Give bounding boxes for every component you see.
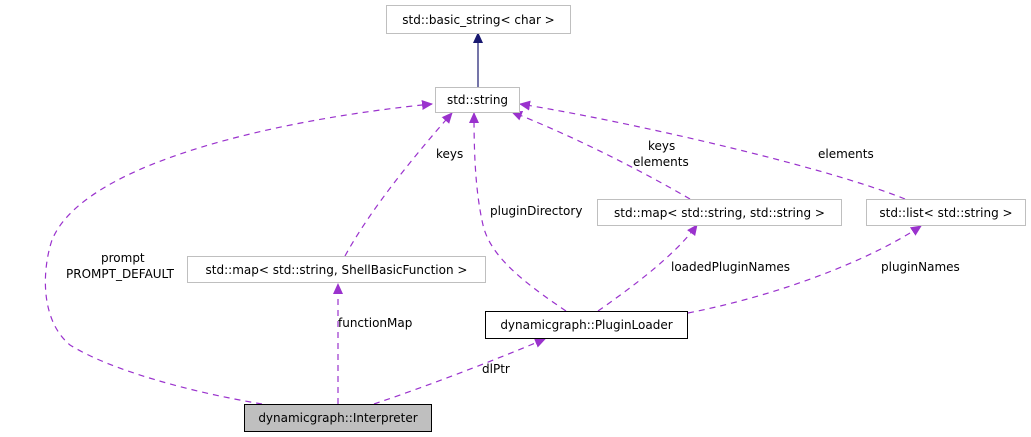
edge-label-plugin-names: pluginNames xyxy=(881,260,960,274)
node-std-string[interactable]: std::string xyxy=(435,87,520,113)
edge-label-loaded-plugin-names: loadedPluginNames xyxy=(671,260,791,274)
node-std-basic-string[interactable]: std::basic_string< char > xyxy=(386,5,571,34)
node-std-list-string[interactable]: std::list< std::string > xyxy=(866,199,1026,226)
edge-loader-pluginnames-to-list xyxy=(687,225,922,314)
edge-shell-map-keys-to-string xyxy=(344,112,453,257)
node-std-map-string-string[interactable]: std::map< std::string, std::string > xyxy=(597,199,842,226)
edge-label-function-map: functionMap xyxy=(338,316,413,330)
edge-loader-plugindirectory-to-string xyxy=(469,112,567,312)
edge-label-keys-shell-map: keys xyxy=(436,147,464,161)
edge-label-elements-list: elements xyxy=(818,147,874,161)
edge-interpreter-dlptr-to-loader xyxy=(373,338,546,405)
node-interpreter[interactable]: dynamicgraph::Interpreter xyxy=(244,404,432,432)
edge-loader-loadedpluginnames-to-string-map xyxy=(597,224,698,312)
node-std-map-shell-basic-function[interactable]: std::map< std::string, ShellBasicFunctio… xyxy=(187,256,486,283)
edge-label-prompt: prompt xyxy=(101,251,145,265)
edge-label-elements-string-map: elements xyxy=(633,155,689,169)
edge-label-keys-string-map: keys xyxy=(648,139,676,153)
node-plugin-loader[interactable]: dynamicgraph::PluginLoader xyxy=(485,311,688,339)
edge-label-dl-ptr: dlPtr xyxy=(482,362,510,376)
edge-label-plugin-directory: pluginDirectory xyxy=(490,204,583,218)
edge-label-prompt-default: PROMPT_DEFAULT xyxy=(66,267,174,281)
edge-interpreter-prompt-to-string xyxy=(44,100,433,405)
